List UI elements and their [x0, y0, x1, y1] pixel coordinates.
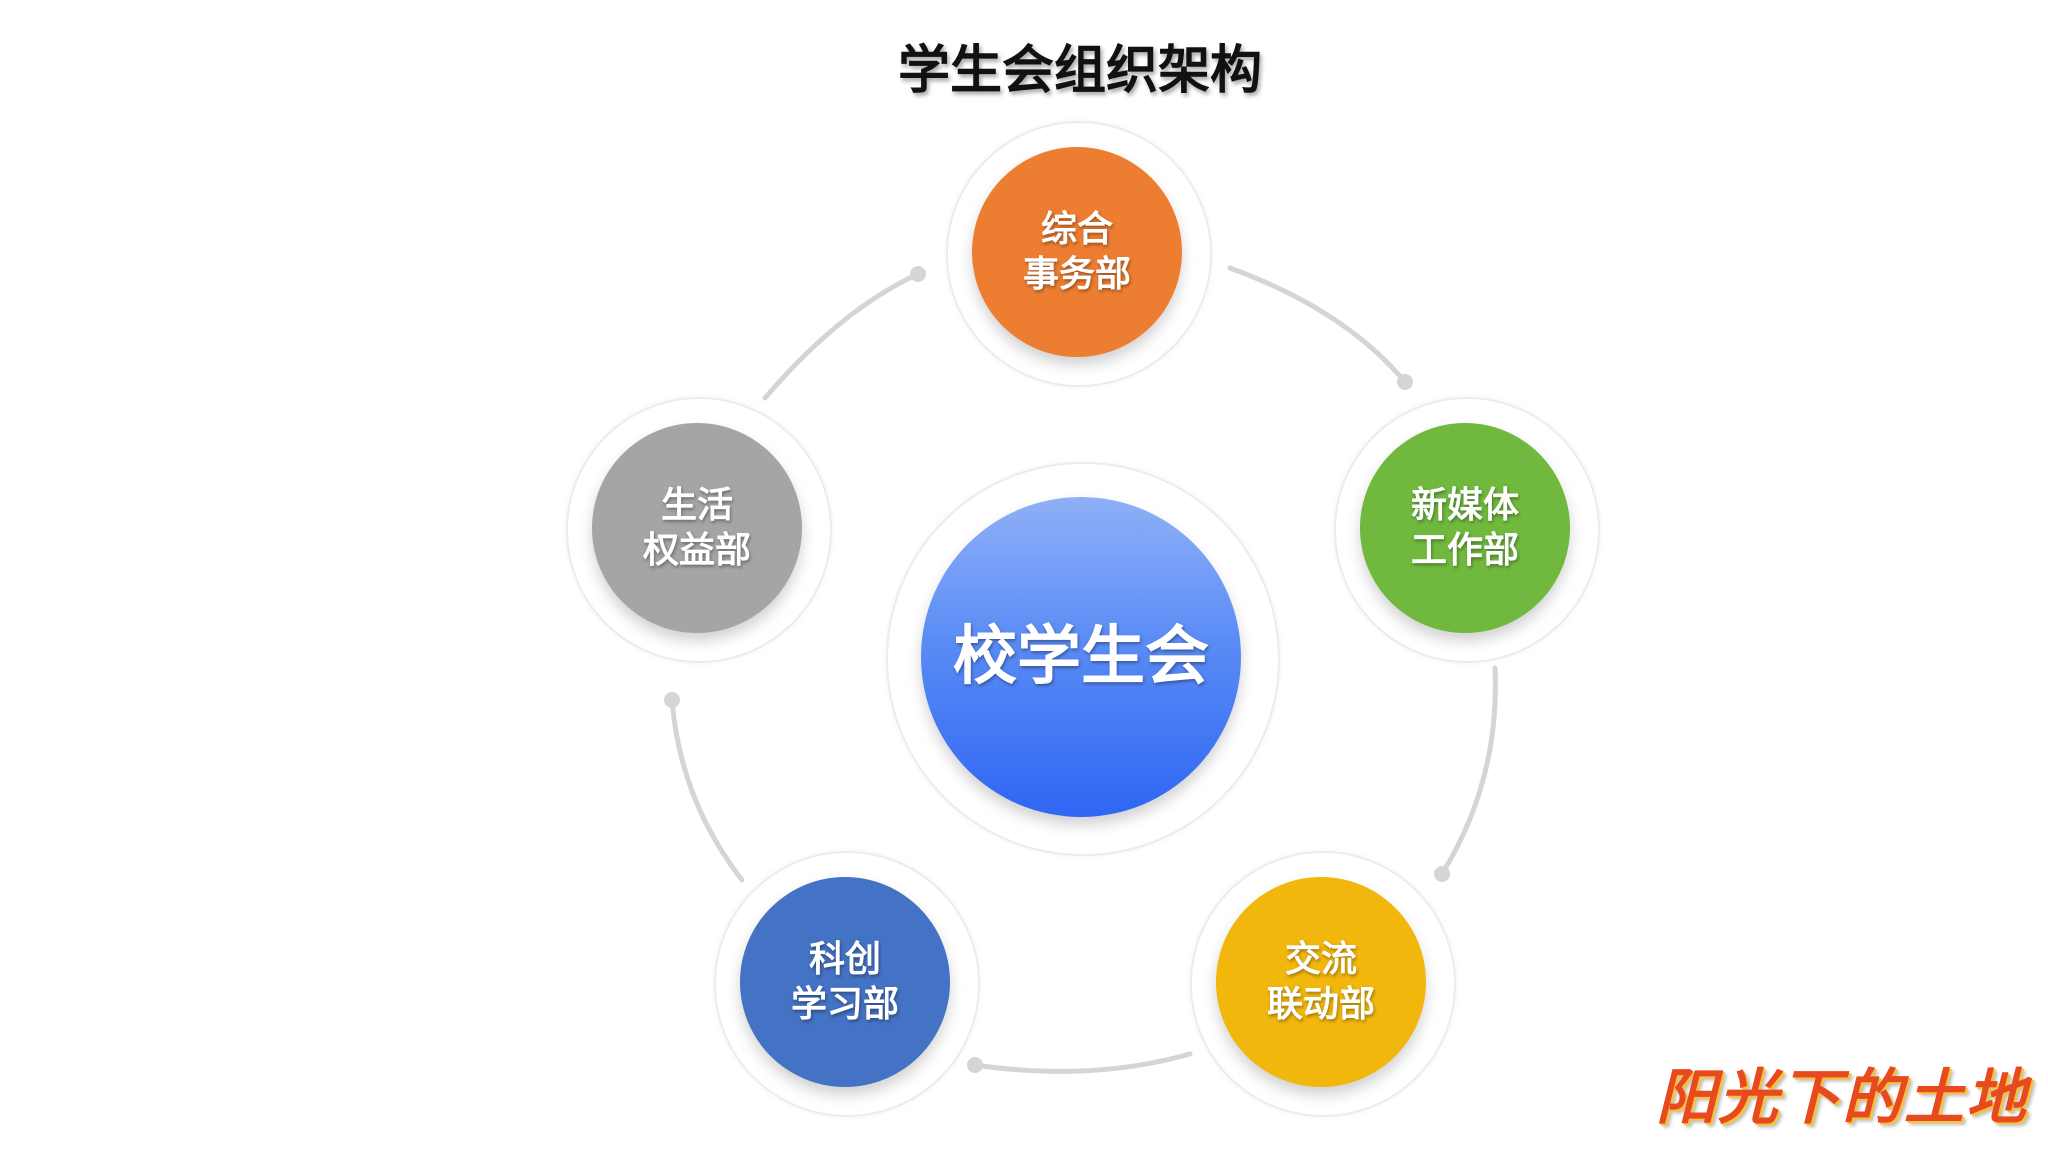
connector-arc [1227, 265, 1408, 385]
connector-dot [967, 1057, 983, 1073]
dept-label-line2: 工作部 [1410, 529, 1519, 571]
dept-node-innovation-study: 科创 学习部 [740, 877, 950, 1087]
dept-node-exchange: 交流 联动部 [1216, 877, 1426, 1087]
center-label: 校学生会 [953, 619, 1209, 694]
dept-label-line1: 新媒体 [1410, 484, 1519, 526]
connector-dot [664, 692, 680, 708]
connector-arc [669, 697, 745, 883]
dept-label-line2: 学习部 [790, 983, 899, 1025]
connector-dot [1397, 374, 1413, 390]
dept-label-line1: 综合 [1040, 208, 1113, 250]
page-title: 学生会组织架构 [897, 40, 1262, 101]
center-node-student-union: 校学生会 [921, 497, 1241, 817]
connector-arc [1439, 665, 1498, 877]
connector-dot [1434, 866, 1450, 882]
dept-node-general-affairs: 综合 事务部 [972, 147, 1182, 357]
dept-label-line1: 科创 [808, 938, 881, 980]
dept-label-line1: 交流 [1284, 938, 1357, 980]
dept-label-line1: 生活 [660, 484, 733, 526]
dept-label-line2: 事务部 [1022, 253, 1131, 295]
connector-arc [972, 1051, 1193, 1074]
dept-label-line2: 联动部 [1266, 983, 1375, 1025]
watermark-logo: 阳光下的土地 [1656, 1063, 2028, 1133]
connector-dot [910, 266, 926, 282]
dept-node-new-media: 新媒体 工作部 [1360, 423, 1570, 633]
dept-label-line2: 权益部 [642, 529, 751, 571]
dept-node-life-rights: 生活 权益部 [592, 423, 802, 633]
connector-arc [762, 271, 921, 401]
